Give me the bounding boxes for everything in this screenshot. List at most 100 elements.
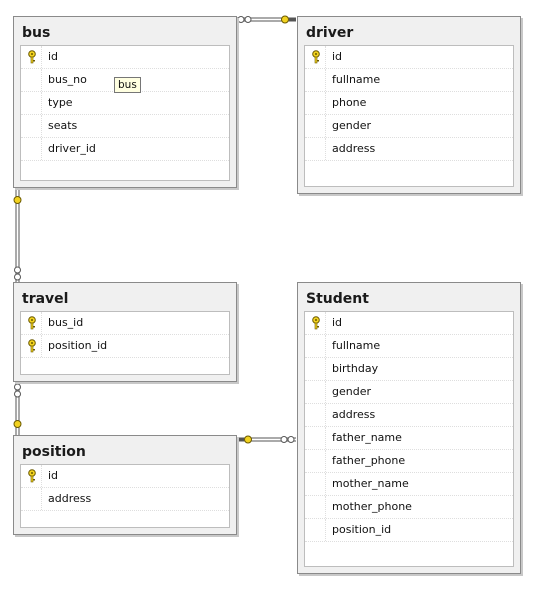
row-selector[interactable] [305,138,326,160]
column-row[interactable]: fullname [305,69,513,92]
column-row[interactable]: birthday [305,358,513,381]
column-name: fullname [332,339,381,352]
column-row[interactable]: gender [305,381,513,404]
one-end-key-icon [244,435,252,444]
column-name: address [332,408,376,421]
table-title: bus [22,25,51,41]
column-name: birthday [332,362,379,375]
row-selector[interactable] [305,358,326,380]
column-row[interactable]: id [305,46,513,69]
column-row[interactable]: seats [21,115,229,138]
column-row[interactable]: id [21,465,229,488]
column-name: id [332,50,343,63]
primary-key-icon [312,50,320,64]
relationship-travel-position[interactable] [13,382,22,435]
row-selector[interactable] [21,69,42,91]
table-title: driver [306,25,354,41]
many-end-icon [287,436,295,443]
column-row[interactable]: father_phone [305,450,513,473]
relationship-position-student[interactable] [237,435,296,444]
column-row[interactable]: phone [305,92,513,115]
column-row[interactable]: fullname [305,335,513,358]
column-row[interactable]: mother_name [305,473,513,496]
primary-key-icon [28,339,36,353]
many-end-icon [14,383,21,391]
row-selector[interactable] [305,450,326,472]
row-selector[interactable] [305,496,326,518]
one-end-key-icon [281,15,289,24]
column-row[interactable]: bus_id [21,312,229,335]
row-selector[interactable] [21,465,42,487]
column-row[interactable]: address [305,404,513,427]
table-position[interactable]: position id address [13,435,237,535]
row-selector[interactable] [305,519,326,541]
column-row[interactable]: position_id [305,519,513,542]
column-name: type [48,96,73,109]
column-row[interactable]: type [21,92,229,115]
column-row[interactable]: driver_id [21,138,229,161]
column-row[interactable]: gender [305,115,513,138]
column-name: fullname [332,73,381,86]
table-student[interactable]: Student id fullname birthday gender addr… [297,282,521,574]
row-selector[interactable] [305,335,326,357]
column-name: id [48,50,59,63]
column-grid: id address [20,464,230,528]
column-name: position_id [332,523,392,536]
column-name: phone [332,96,367,109]
column-name: id [48,469,59,482]
column-name: driver_id [48,142,96,155]
row-selector[interactable] [305,46,326,68]
column-name: father_phone [332,454,406,467]
column-grid: id fullname birthday gender address fath… [304,311,514,567]
column-row[interactable]: address [21,488,229,511]
row-selector[interactable] [305,312,326,334]
column-name: position_id [48,339,108,352]
table-bus[interactable]: bus id bus_no type seats driver_id [13,16,237,188]
row-selector[interactable] [21,488,42,510]
row-selector[interactable] [21,138,42,160]
column-name: bus_no [48,73,87,86]
table-title: position [22,444,86,460]
relationship-bus-driver[interactable] [237,15,296,24]
row-selector[interactable] [21,335,42,357]
primary-key-icon [28,50,36,64]
row-selector[interactable] [305,69,326,91]
one-end-key-icon [13,196,22,204]
row-selector[interactable] [305,473,326,495]
column-name: mother_phone [332,500,412,513]
row-selector[interactable] [305,115,326,137]
column-grid: id fullname phone gender address [304,45,514,187]
relationship-bus-travel[interactable] [13,188,22,282]
row-selector[interactable] [21,46,42,68]
row-selector[interactable] [21,312,42,334]
column-row[interactable]: father_name [305,427,513,450]
many-end-icon [280,436,288,443]
table-driver[interactable]: driver id fullname phone gender address [297,16,521,194]
column-row[interactable]: position_id [21,335,229,358]
row-selector[interactable] [21,92,42,114]
column-row[interactable]: id [21,46,229,69]
column-name: gender [332,385,371,398]
many-end-icon [14,273,21,281]
column-row[interactable]: mother_phone [305,496,513,519]
column-name: bus_id [48,316,84,329]
tooltip: bus [114,77,141,93]
column-row[interactable]: address [305,138,513,161]
column-row[interactable]: id [305,312,513,335]
row-selector[interactable] [305,92,326,114]
table-travel[interactable]: travel bus_id position_id [13,282,237,382]
many-end-icon [14,390,21,398]
row-selector[interactable] [305,427,326,449]
primary-key-icon [312,316,320,330]
column-name: father_name [332,431,402,444]
column-name: address [332,142,376,155]
table-title: Student [306,291,369,307]
row-selector[interactable] [305,381,326,403]
row-selector[interactable] [305,404,326,426]
row-selector[interactable] [21,115,42,137]
column-name: address [48,492,92,505]
column-name: seats [48,119,78,132]
column-name: mother_name [332,477,409,490]
many-end-icon [14,266,21,274]
